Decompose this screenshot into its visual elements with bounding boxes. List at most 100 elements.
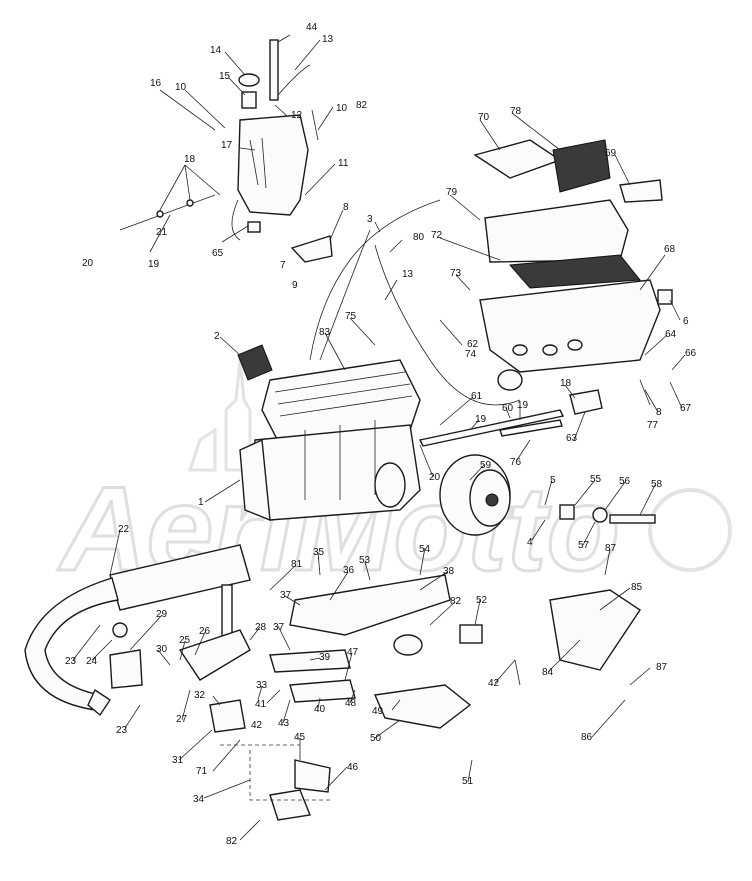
callout-44: 44	[306, 22, 318, 33]
callout-82a: 82	[356, 100, 368, 111]
callout-54: 54	[419, 544, 431, 555]
engine-mount-plate	[289, 574, 451, 636]
callout-6: 6	[683, 316, 689, 327]
callout-50: 50	[370, 733, 382, 744]
callout-60: 60	[502, 403, 514, 414]
callout-81: 81	[291, 559, 303, 570]
callout-39: 39	[319, 652, 331, 663]
callout-82c: 82	[226, 836, 238, 847]
callout-85: 85	[631, 582, 643, 593]
callout-28: 28	[255, 622, 267, 633]
callout-18a: 18	[184, 154, 196, 165]
callout-19b: 19	[475, 414, 487, 425]
airbox-gasket	[473, 139, 562, 179]
throttle-cable	[309, 199, 441, 361]
callout-3: 3	[367, 214, 373, 225]
callout-75: 75	[345, 311, 357, 322]
callout-17: 17	[221, 140, 233, 151]
mount-bracket-40	[289, 679, 356, 703]
callout-32: 32	[194, 690, 206, 701]
callout-43: 43	[278, 718, 290, 729]
callout-62: 62	[467, 339, 479, 350]
callout-79: 79	[446, 187, 458, 198]
callout-76: 76	[510, 457, 522, 468]
callout-25: 25	[179, 635, 191, 646]
callout-27: 27	[176, 714, 188, 725]
exhaust-assembly	[24, 544, 251, 717]
callout-59: 59	[480, 460, 492, 471]
callout-15: 15	[219, 71, 231, 82]
callout-8a: 8	[343, 202, 349, 213]
bracket-84	[549, 589, 641, 671]
callout-42a: 42	[488, 678, 500, 689]
callout-7: 7	[280, 260, 286, 271]
oil-pump-rod	[418, 409, 565, 447]
oil-tank-assembly	[119, 39, 333, 263]
callout-87a: 87	[605, 543, 617, 554]
oil-line	[119, 194, 216, 231]
callout-22: 22	[118, 524, 130, 535]
rear-mount-plate	[373, 684, 472, 729]
callout-34: 34	[193, 794, 205, 805]
callout-86: 86	[581, 732, 593, 743]
exhaust-manifold	[178, 629, 251, 681]
callout-5: 5	[550, 475, 556, 486]
callout-30: 30	[156, 644, 168, 655]
clutch-bolt	[609, 514, 656, 524]
callout-19a: 19	[148, 259, 160, 270]
callout-23a: 23	[65, 656, 77, 667]
callout-24: 24	[86, 656, 98, 667]
mount-45	[294, 759, 331, 793]
callout-2: 2	[214, 331, 220, 342]
mount-46	[269, 789, 311, 821]
callout-84: 84	[542, 667, 554, 678]
callout-58: 58	[651, 479, 663, 490]
callout-1: 1	[198, 497, 204, 508]
callout-49: 49	[372, 706, 384, 717]
muffler-bracket	[109, 649, 143, 689]
callout-20a: 20	[82, 258, 94, 269]
exhaust-pipe	[24, 577, 119, 711]
callout-63: 63	[566, 433, 578, 444]
callout-61: 61	[471, 391, 483, 402]
callout-4: 4	[527, 537, 533, 548]
callout-52: 52	[476, 595, 488, 606]
oil-pump	[569, 389, 603, 415]
callout-13b: 13	[402, 269, 414, 280]
callout-35: 35	[313, 547, 325, 558]
callout-65: 65	[212, 248, 224, 259]
callout-23b: 23	[116, 725, 128, 736]
callout-80: 80	[413, 232, 425, 243]
filler-neck	[269, 39, 279, 101]
carburetor-flange	[497, 369, 523, 391]
callout-53: 53	[359, 555, 371, 566]
callout-9: 9	[292, 280, 298, 291]
rubber-mount	[393, 634, 423, 656]
callout-13a: 13	[322, 34, 334, 45]
engine-assembly	[237, 344, 523, 522]
tank-bracket	[290, 235, 333, 263]
motor-mount	[459, 624, 483, 644]
callout-10b: 10	[336, 103, 348, 114]
watermark-church-icon	[187, 359, 252, 472]
callout-14: 14	[210, 45, 222, 56]
engine-pto	[374, 462, 406, 508]
callout-83: 83	[319, 327, 331, 338]
callout-71: 71	[196, 766, 208, 777]
tank-cap	[238, 73, 260, 87]
callout-55: 55	[590, 474, 602, 485]
callout-10a: 10	[175, 82, 187, 93]
callout-51: 51	[462, 776, 474, 787]
callout-77: 77	[647, 420, 659, 431]
ignition-coil	[237, 344, 273, 381]
callout-87b: 87	[656, 662, 668, 673]
leader-lines	[72, 34, 686, 841]
airbox	[479, 279, 661, 373]
callout-33: 33	[256, 680, 268, 691]
callout-45: 45	[294, 732, 306, 743]
callout-56: 56	[619, 476, 631, 487]
callout-12: 12	[291, 110, 303, 121]
callout-36: 36	[343, 565, 355, 576]
